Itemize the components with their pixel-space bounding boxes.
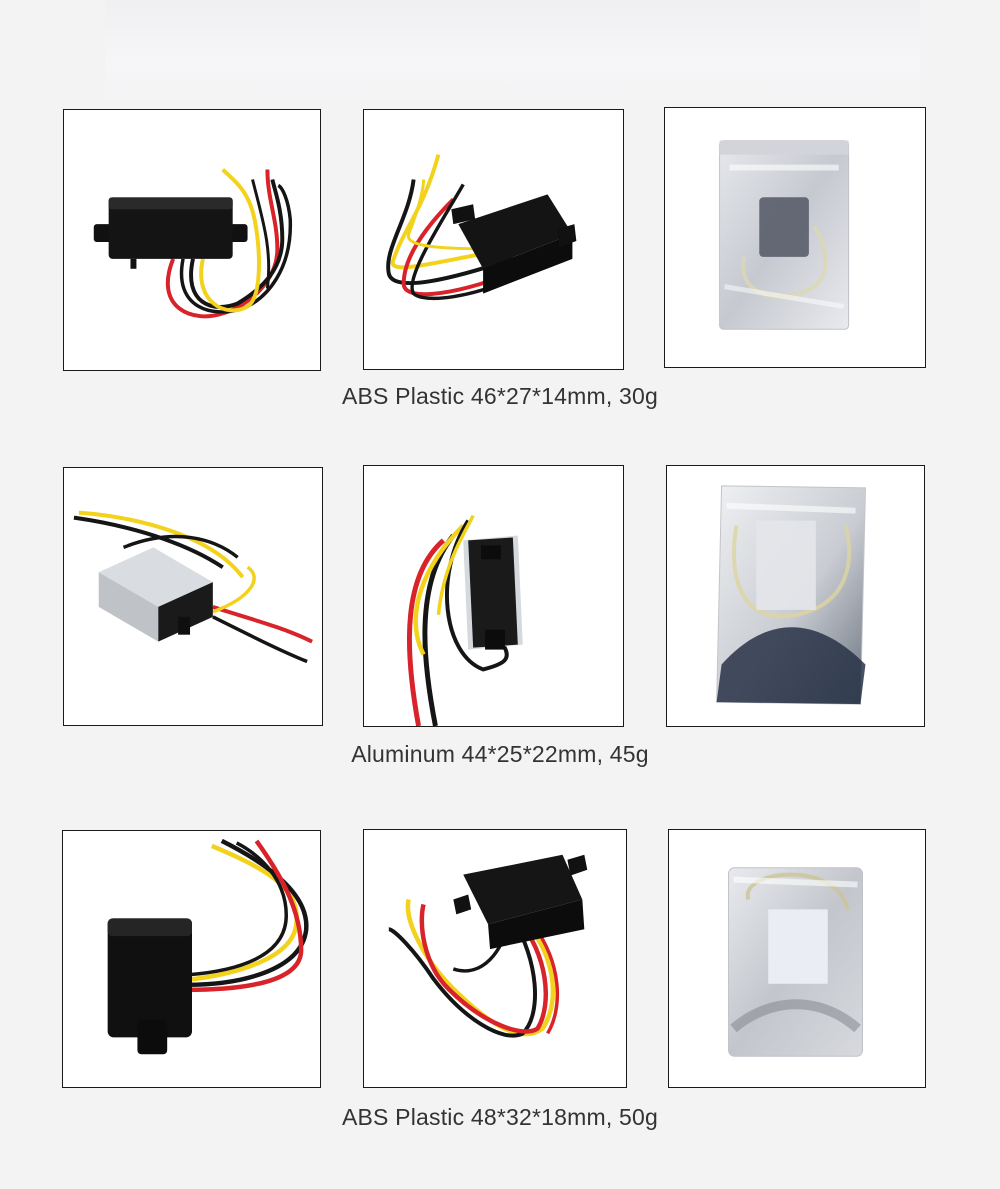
large-black-converter-angle-photo bbox=[388, 854, 588, 1038]
row-2-caption: Aluminum 44*25*22mm, 45g bbox=[351, 741, 649, 767]
converter-in-antistatic-bag-photo bbox=[719, 140, 850, 330]
large-black-converter-front-photo bbox=[107, 838, 309, 1055]
black-plastic-converter-front-photo bbox=[93, 168, 292, 319]
product-image-3-1[interactable] bbox=[62, 830, 321, 1088]
product-image-1-2[interactable] bbox=[363, 109, 624, 370]
product-image-3-3[interactable] bbox=[668, 829, 926, 1088]
product-image-2-1[interactable] bbox=[63, 467, 323, 726]
row-3-caption: ABS Plastic 48*32*18mm, 50g bbox=[341, 1104, 659, 1130]
aluminum-converter-top-photo bbox=[406, 514, 523, 726]
product-image-3-2[interactable] bbox=[363, 829, 627, 1088]
row-1-caption: ABS Plastic 46*27*14mm, 30g bbox=[341, 383, 659, 409]
top-banner-area bbox=[105, 0, 920, 105]
product-image-1-3[interactable] bbox=[664, 107, 926, 368]
large-converter-in-bag-photo bbox=[728, 867, 863, 1057]
black-plastic-converter-angle-photo bbox=[386, 154, 577, 301]
product-image-1-1[interactable] bbox=[63, 109, 321, 371]
aluminum-converter-side-photo bbox=[73, 510, 313, 664]
product-image-2-2[interactable] bbox=[363, 465, 624, 727]
product-image-2-3[interactable] bbox=[666, 465, 925, 727]
aluminum-converter-in-bag-photo bbox=[716, 485, 866, 705]
